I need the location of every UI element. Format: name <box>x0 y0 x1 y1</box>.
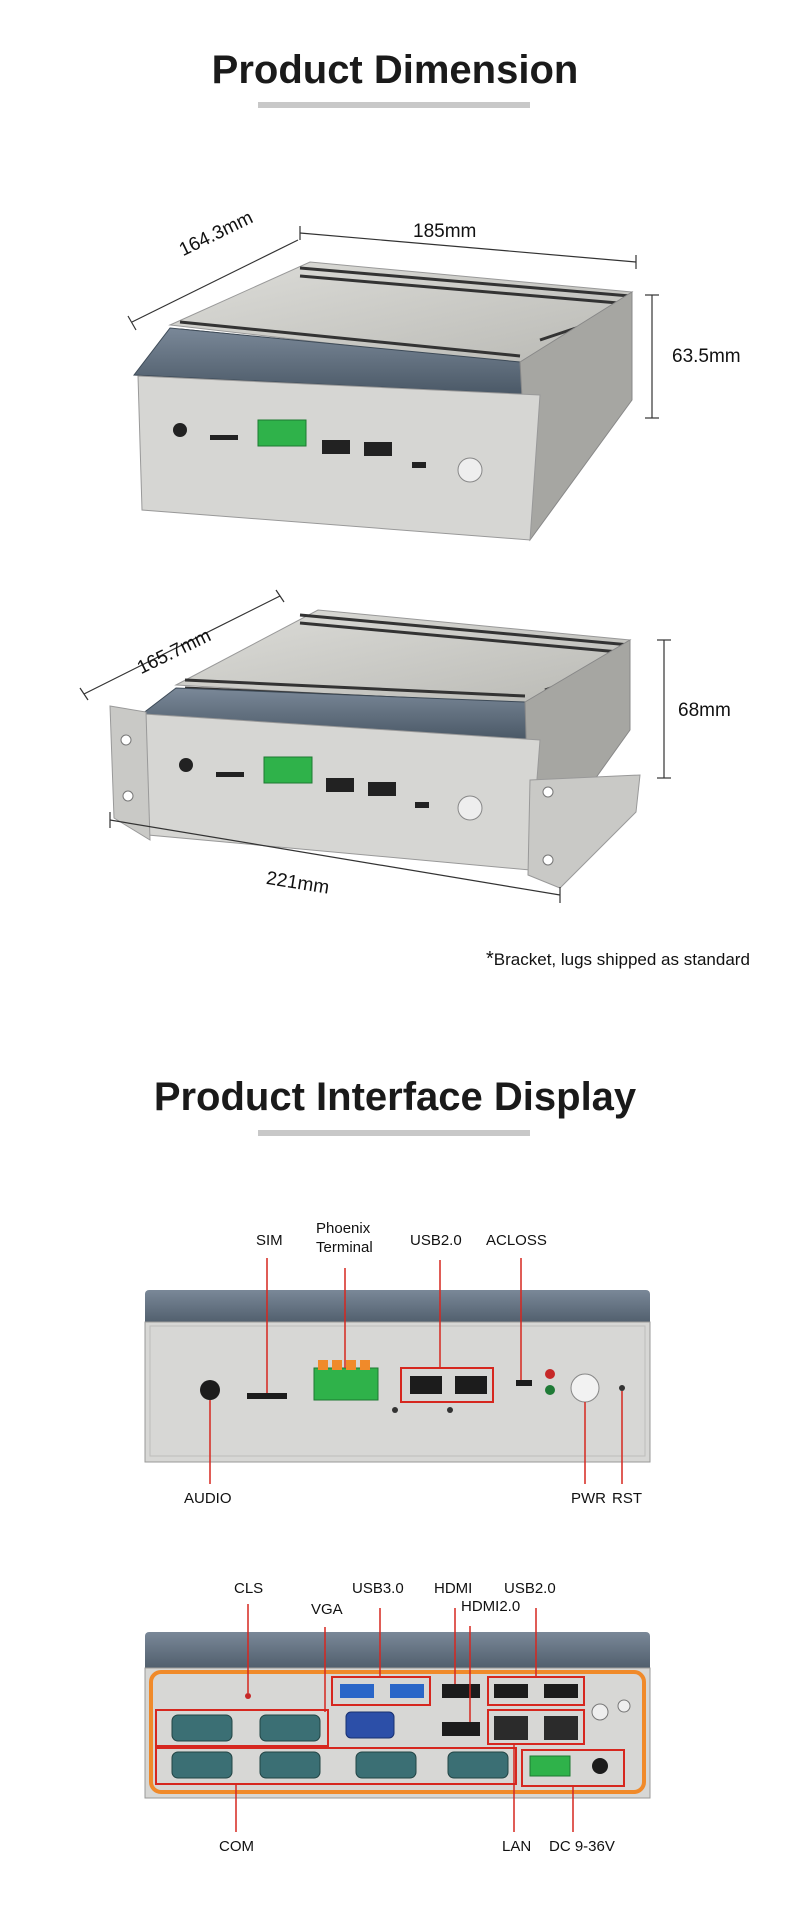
label-hdmi20: HDMI2.0 <box>461 1598 521 1615</box>
dim-height-1: 63.5mm <box>672 346 741 367</box>
label-com: COM <box>219 1838 254 1855</box>
section-title-interface: Product Interface Display <box>153 1075 637 1119</box>
label-sim: SIM <box>256 1232 283 1249</box>
label-dc: DC 9-36V <box>549 1838 615 1855</box>
rear-panel-illustration <box>144 1604 651 1832</box>
label-usb20-rear: USB2.0 <box>504 1580 556 1597</box>
dim-height-2: 68mm <box>678 700 731 721</box>
label-usb30: USB3.0 <box>352 1580 404 1597</box>
device-box-1 <box>127 226 659 542</box>
bracket-note: *Bracket, lugs shipped as standard <box>486 948 750 971</box>
label-pwr: PWR <box>571 1490 606 1507</box>
label-cls: CLS <box>234 1580 264 1597</box>
label-hdmi: HDMI <box>434 1580 473 1597</box>
label-vga: VGA <box>311 1601 343 1618</box>
section-title-dimension: Product Dimension <box>211 48 579 92</box>
label-phoenix-1: Phoenix <box>316 1220 371 1237</box>
note-star: * <box>486 948 494 970</box>
label-acloss: ACLOSS <box>486 1232 547 1249</box>
title-underline-2 <box>258 1130 530 1136</box>
label-usb20-front: USB2.0 <box>410 1232 462 1249</box>
title-underline <box>258 102 530 108</box>
label-rst: RST <box>612 1490 642 1507</box>
dim-width-1: 185mm <box>413 221 477 242</box>
label-phoenix-2: Terminal <box>316 1239 373 1256</box>
note-text: Bracket, lugs shipped as standard <box>493 950 750 969</box>
front-panel-illustration <box>144 1258 651 1484</box>
device-box-2 <box>79 589 671 903</box>
label-audio: AUDIO <box>184 1490 232 1507</box>
label-lan: LAN <box>502 1838 532 1855</box>
